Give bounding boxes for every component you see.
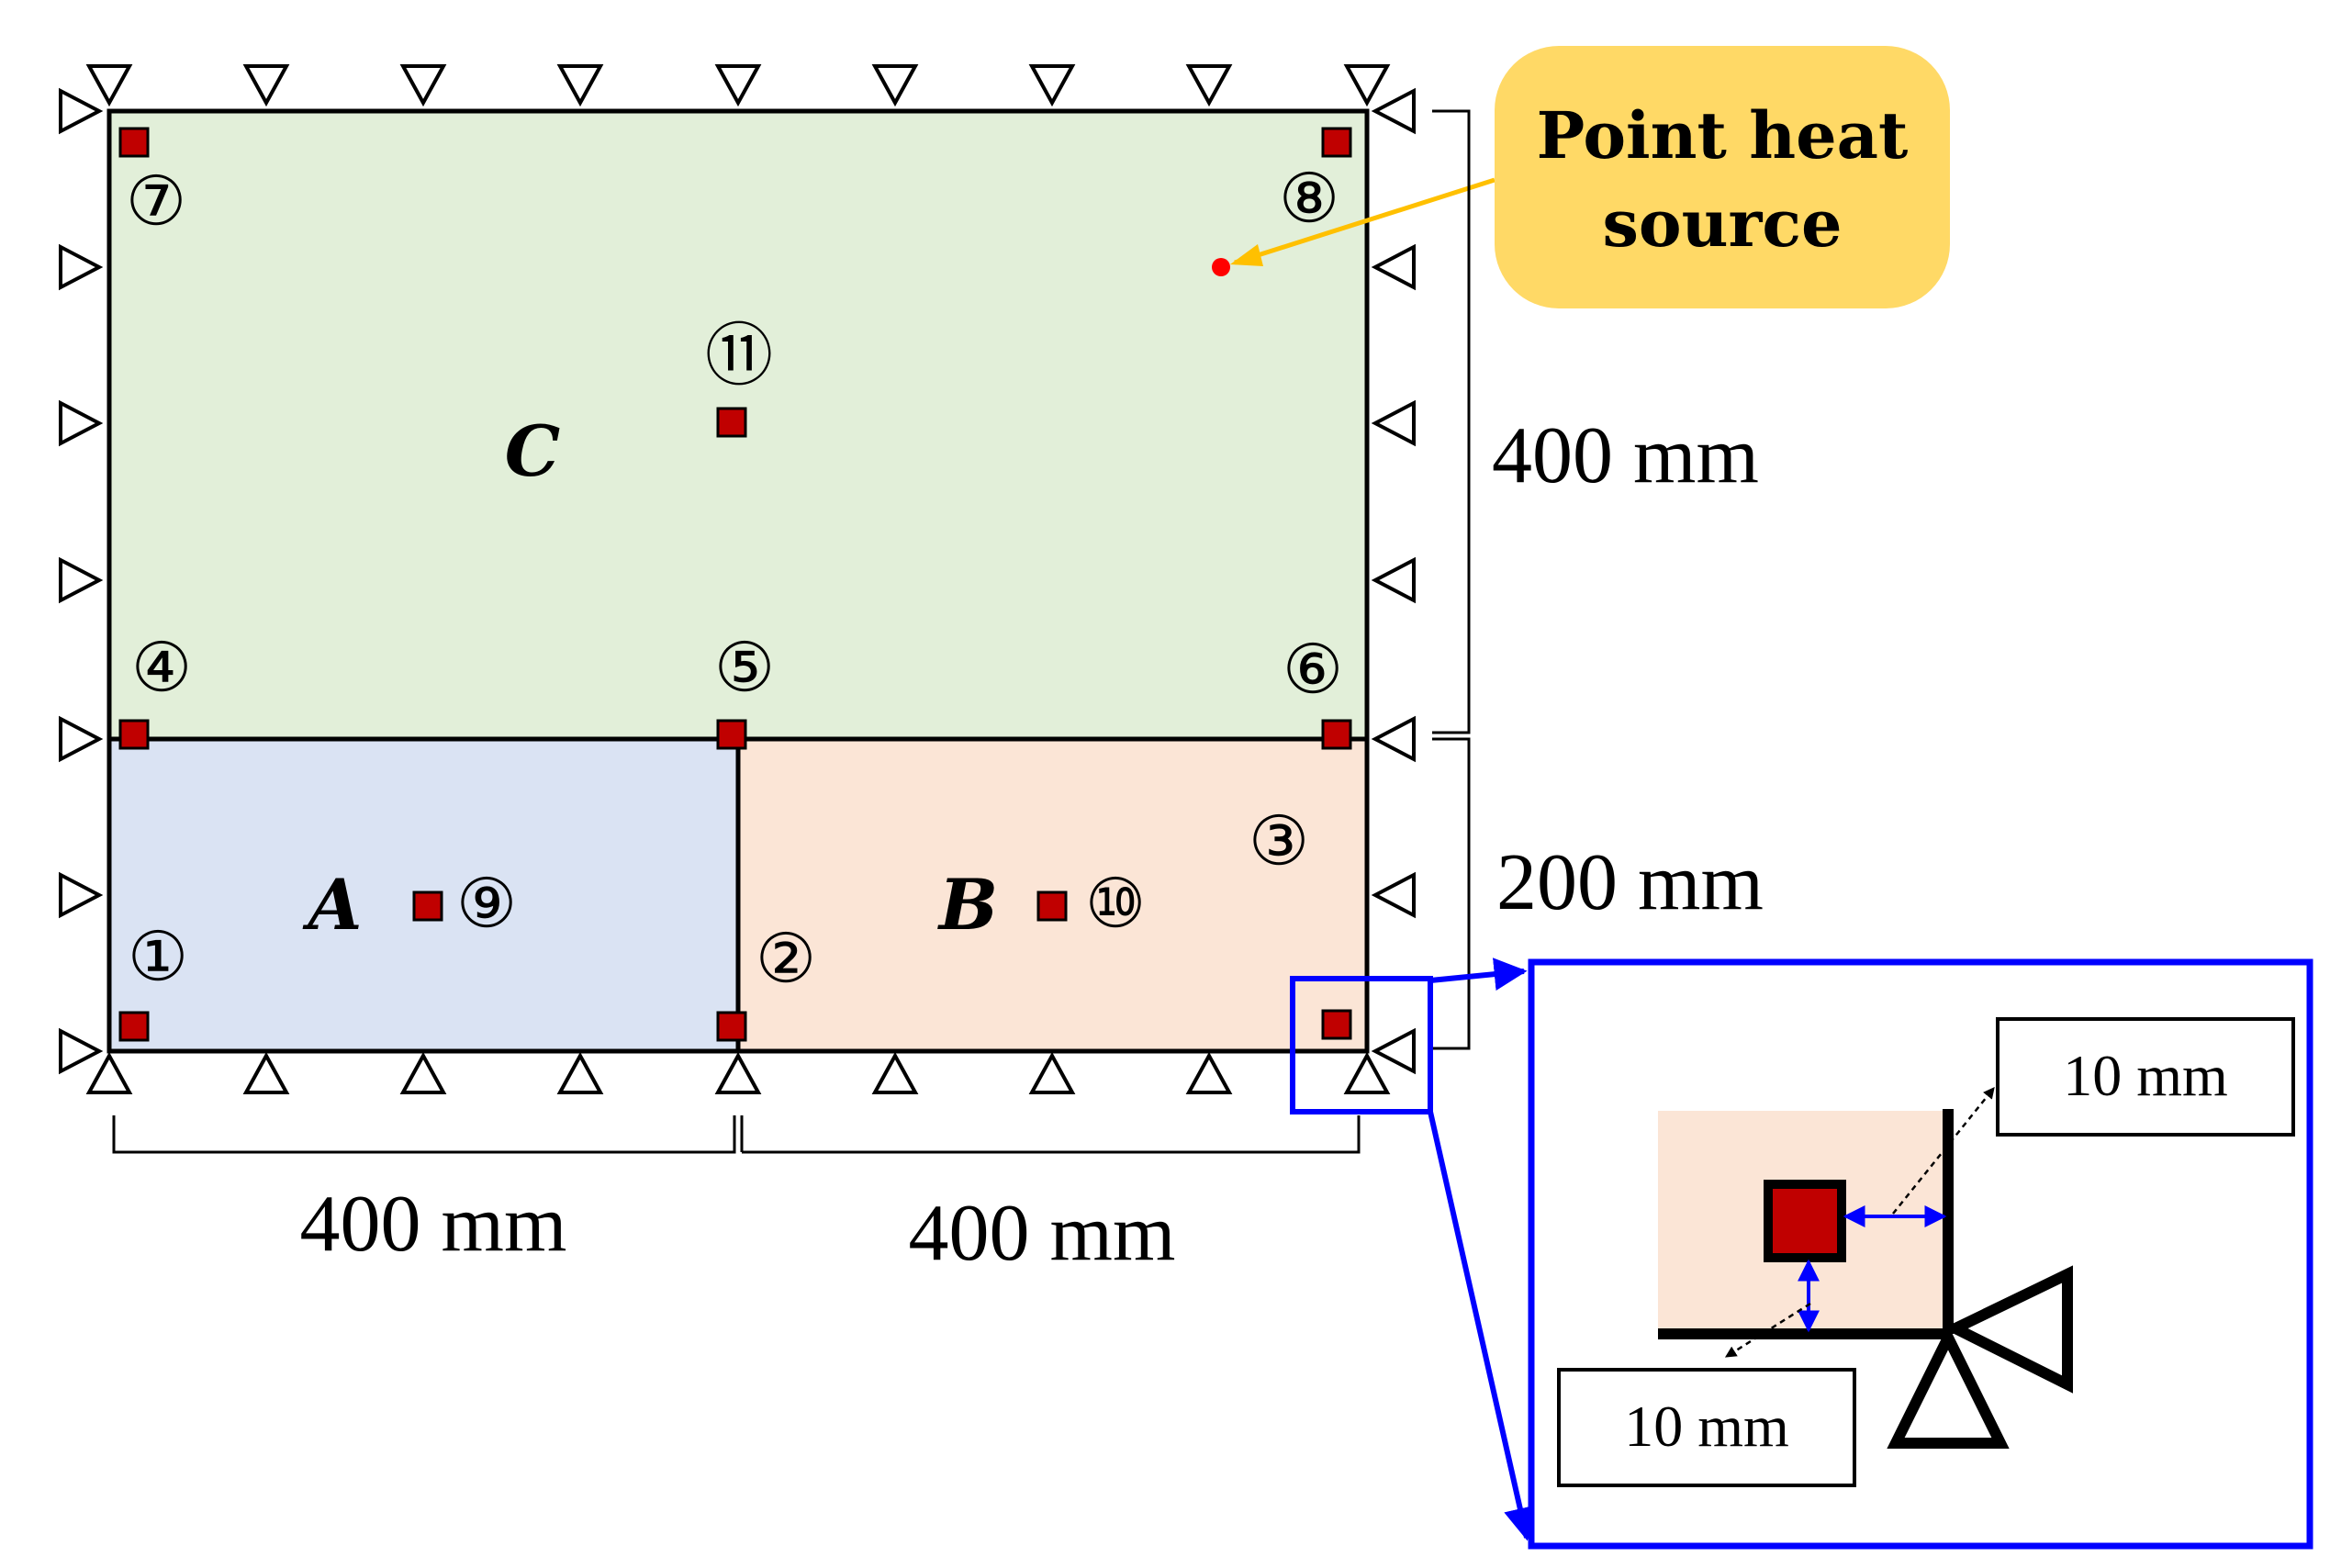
support-left-triangle xyxy=(59,87,104,135)
zoom-detail: 10 mm 10 mm xyxy=(1290,958,2313,1550)
support-left-triangle xyxy=(59,1027,104,1075)
sensor-marker-6 xyxy=(1321,719,1352,750)
support-bottom-triangle xyxy=(1185,1051,1233,1094)
sensor-marker-11 xyxy=(716,407,747,438)
heat-source-callout xyxy=(1495,46,1950,308)
support-right-triangle xyxy=(1371,871,1416,919)
detail-label-top: 10 mm xyxy=(2063,1043,2228,1108)
support-top-triangle xyxy=(242,64,290,107)
zoom-selection-box xyxy=(1290,976,1433,1114)
detail-label-box-bottom xyxy=(1557,1368,1856,1487)
support-right-triangle xyxy=(1371,399,1416,447)
heat-source-dot xyxy=(1212,258,1230,276)
detail-label-box-top xyxy=(1996,1017,2295,1137)
dim-bottom-left: 400 mm xyxy=(300,1180,567,1269)
sensor-label-7: ⑦ xyxy=(126,162,186,241)
sensor-marker-8 xyxy=(1321,127,1352,158)
detail-leader-top xyxy=(1892,1087,1995,1215)
sensor-marker-4 xyxy=(118,719,150,750)
sensor-marker-7 xyxy=(118,127,150,158)
support-top-triangle xyxy=(556,64,604,107)
support-top-triangle xyxy=(1343,64,1391,107)
region-a-label: A xyxy=(303,864,363,946)
detail-label-bottom: 10 mm xyxy=(1624,1394,1789,1459)
support-top-triangle xyxy=(399,64,447,107)
sensor-label-1: ① xyxy=(128,917,188,996)
right-upper-brace xyxy=(1432,109,1471,734)
bottom-left-brace xyxy=(112,1115,736,1154)
sensor-label-6: ⑥ xyxy=(1283,630,1343,709)
dim-right-lower: 200 mm xyxy=(1496,838,1764,927)
sensor-label-2: ② xyxy=(756,919,816,998)
bottom-right-brace xyxy=(740,1115,1361,1154)
support-bottom-triangle xyxy=(1028,1051,1076,1094)
support-left-triangle xyxy=(59,556,104,604)
support-left-triangle xyxy=(59,715,104,763)
detail-support-roller xyxy=(1887,1325,2010,1449)
sensor-label-5: ⑤ xyxy=(714,628,775,707)
support-left-triangle xyxy=(59,399,104,447)
support-right-triangle xyxy=(1371,556,1416,604)
region-b-label: B xyxy=(937,864,998,946)
support-bottom-triangle xyxy=(556,1051,604,1094)
support-top-triangle xyxy=(871,64,919,107)
support-right-triangle xyxy=(1371,243,1416,291)
sensor-marker-10 xyxy=(1036,890,1068,922)
support-right-triangle xyxy=(1371,715,1416,763)
sensor-marker-2 xyxy=(716,1011,747,1042)
sensor-label-4: ④ xyxy=(131,628,192,707)
right-lower-brace xyxy=(1432,737,1471,1050)
support-left-triangle xyxy=(59,243,104,291)
sensor-markers xyxy=(118,127,1352,1042)
support-top-triangle xyxy=(1028,64,1076,107)
sensor-label-3: ③ xyxy=(1249,801,1309,880)
support-top-triangle xyxy=(85,64,133,107)
dim-right-upper: 400 mm xyxy=(1492,411,1759,500)
region-c-label: C xyxy=(505,410,561,492)
sensor-label-9: ⑨ xyxy=(456,864,517,943)
support-right-triangle xyxy=(1371,1027,1416,1075)
dim-bottom-right: 400 mm xyxy=(909,1189,1176,1278)
sensor-label-10: ⑩ xyxy=(1085,864,1146,943)
heat-source-label-line2: source xyxy=(1602,185,1842,262)
support-bottom-triangle xyxy=(85,1051,133,1094)
sensor-marker-5 xyxy=(716,719,747,750)
sensor-label-8: ⑧ xyxy=(1279,159,1339,238)
support-bottom-triangle xyxy=(714,1051,762,1094)
support-top-triangle xyxy=(1185,64,1233,107)
boundary-supports xyxy=(59,64,1416,1094)
detail-leader-bottom xyxy=(1724,1302,1811,1359)
support-left-triangle xyxy=(59,871,104,919)
detail-support-side xyxy=(1943,1265,2073,1394)
sensor-labels: ① ② ③ ④ ⑤ ⑥ ⑦ ⑧ ⑨ ⑩ ⑪ xyxy=(126,159,1343,998)
sensor-marker-3 xyxy=(1321,1009,1352,1040)
sensor-label-11: ⑪ xyxy=(705,316,773,395)
sensor-marker-1 xyxy=(118,1011,150,1042)
support-bottom-triangle xyxy=(399,1051,447,1094)
support-top-triangle xyxy=(714,64,762,107)
support-bottom-triangle xyxy=(871,1051,919,1094)
zoom-connector-top xyxy=(1429,958,1528,991)
sensor-marker-9 xyxy=(412,890,443,922)
detail-sensor-marker xyxy=(1764,1180,1846,1262)
heat-source-arrowhead xyxy=(1230,244,1263,266)
heat-source-arrow xyxy=(1234,177,1495,265)
support-bottom-triangle xyxy=(242,1051,290,1094)
support-right-triangle xyxy=(1371,87,1416,135)
support-bottom-triangle xyxy=(1343,1051,1391,1094)
heat-source-label-line1: Point heat xyxy=(1537,97,1909,174)
zoom-connector-bottom xyxy=(1428,1111,1537,1541)
